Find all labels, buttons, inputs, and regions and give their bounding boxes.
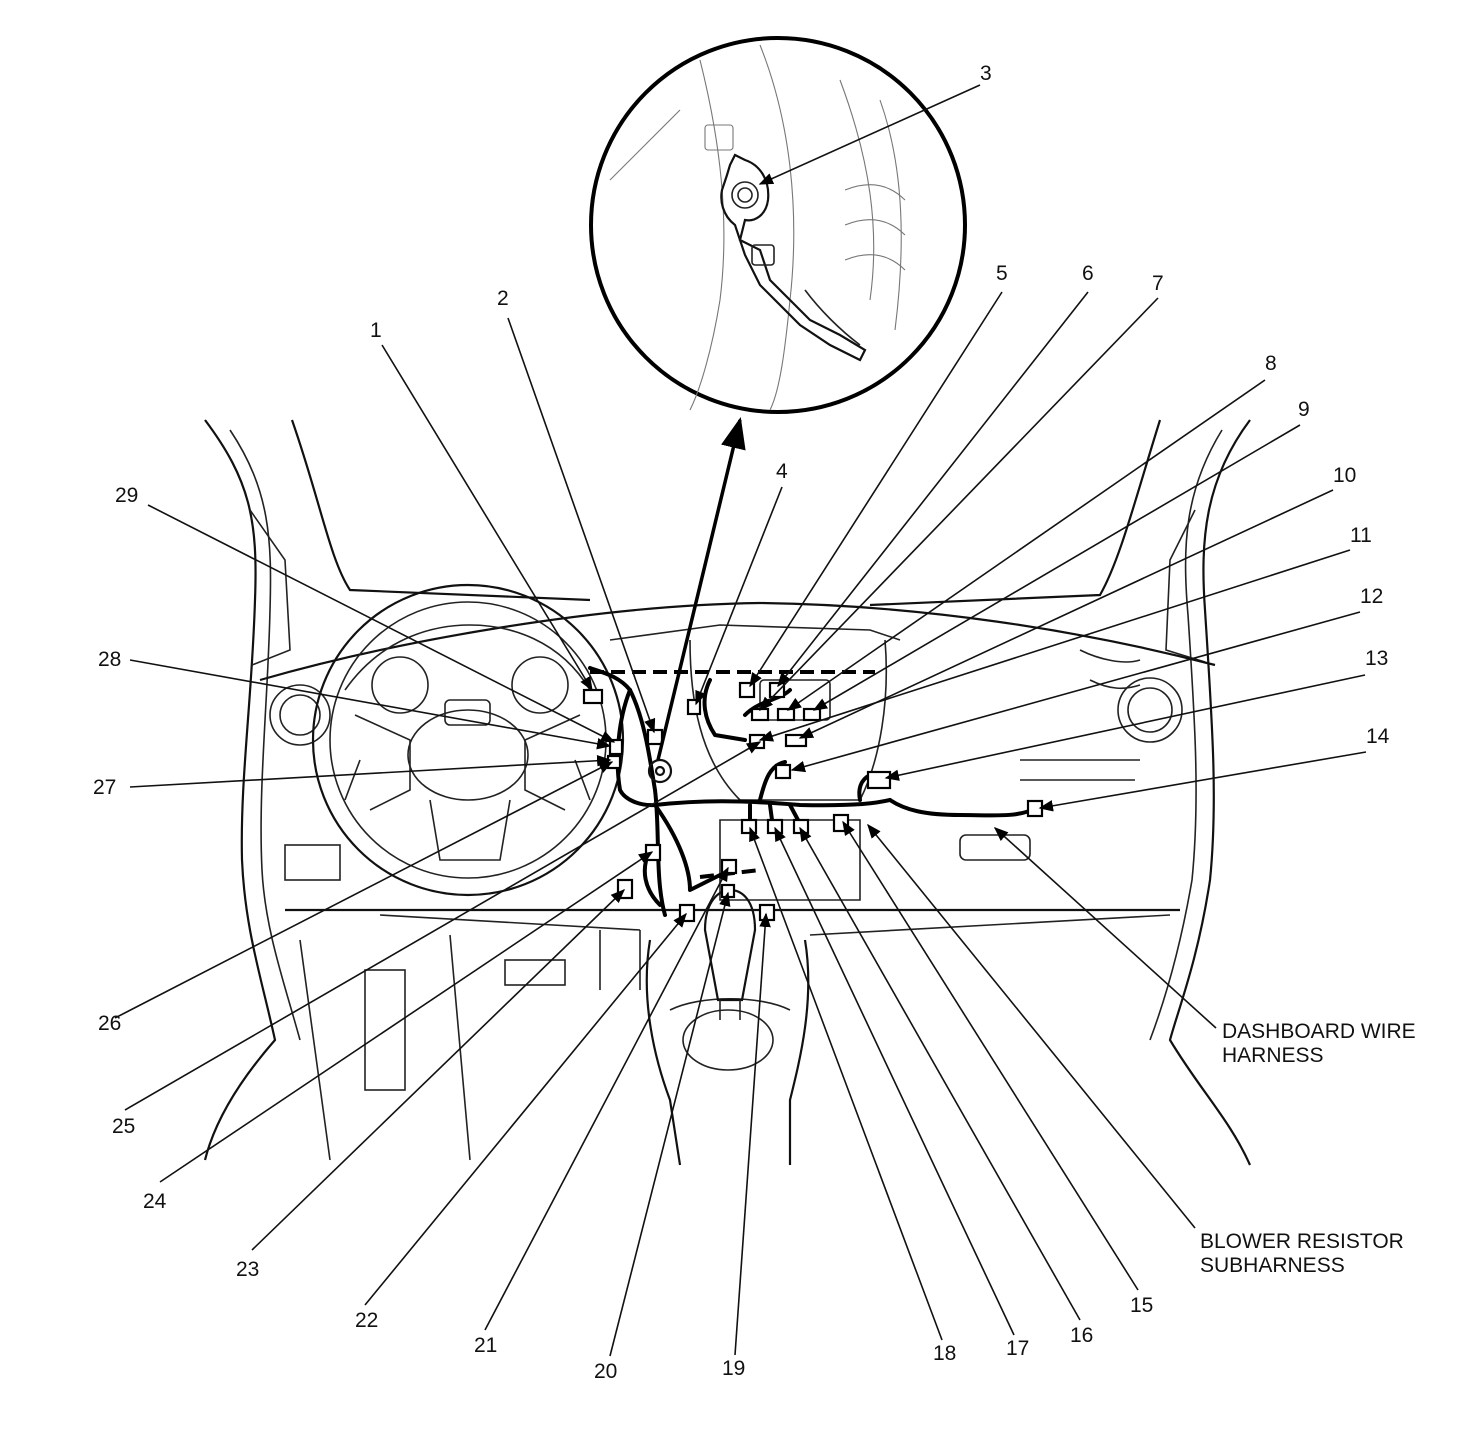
callout-2: 2 [497, 287, 509, 310]
callout-27: 27 [93, 776, 116, 799]
dashboard-wire-harness [588, 666, 1037, 917]
leader-lines [114, 84, 1367, 1357]
callout-17: 17 [1006, 1337, 1029, 1360]
callout-13: 13 [1365, 647, 1388, 670]
callout-24: 24 [143, 1190, 167, 1213]
callout-10: 10 [1333, 464, 1356, 487]
callout-9: 9 [1298, 398, 1310, 421]
callout-28: 28 [98, 648, 121, 671]
callout-16: 16 [1070, 1324, 1093, 1347]
callout-18: 18 [933, 1342, 956, 1365]
callout-29: 29 [115, 484, 138, 507]
callout-11: 11 [1350, 524, 1372, 547]
dashboard-harness-label-line1: DASHBOARD WIRE [1222, 1020, 1416, 1043]
vehicle-interior-outline [203, 419, 1252, 1166]
callout-22: 22 [355, 1309, 378, 1332]
callout-12: 12 [1360, 585, 1383, 608]
callout-20: 20 [594, 1360, 617, 1383]
callout-6: 6 [1082, 262, 1094, 285]
callout-7: 7 [1152, 272, 1164, 295]
callout-numbers: 1 2 3 4 5 6 7 8 9 10 11 12 13 14 15 16 1… [93, 62, 1390, 1383]
blower-subharness-label-line1: BLOWER RESISTOR [1200, 1230, 1404, 1253]
callout-21: 21 [474, 1334, 497, 1357]
callout-23: 23 [236, 1258, 259, 1281]
callout-4: 4 [776, 460, 788, 483]
callout-25: 25 [112, 1115, 135, 1138]
callout-15: 15 [1130, 1294, 1153, 1317]
callout-14: 14 [1366, 725, 1390, 748]
callout-8: 8 [1265, 352, 1277, 375]
blower-subharness-label-line2: SUBHARNESS [1200, 1254, 1345, 1277]
dashboard-harness-label-line2: HARNESS [1222, 1044, 1324, 1067]
callout-3: 3 [980, 62, 992, 85]
callout-1: 1 [370, 319, 382, 342]
detail-inset [589, 36, 967, 414]
callout-26: 26 [98, 1012, 121, 1035]
callout-19: 19 [722, 1357, 745, 1380]
harness-labels: DASHBOARD WIRE HARNESS BLOWER RESISTOR S… [1200, 1020, 1416, 1277]
callout-5: 5 [996, 262, 1008, 285]
connectors [582, 681, 1044, 923]
